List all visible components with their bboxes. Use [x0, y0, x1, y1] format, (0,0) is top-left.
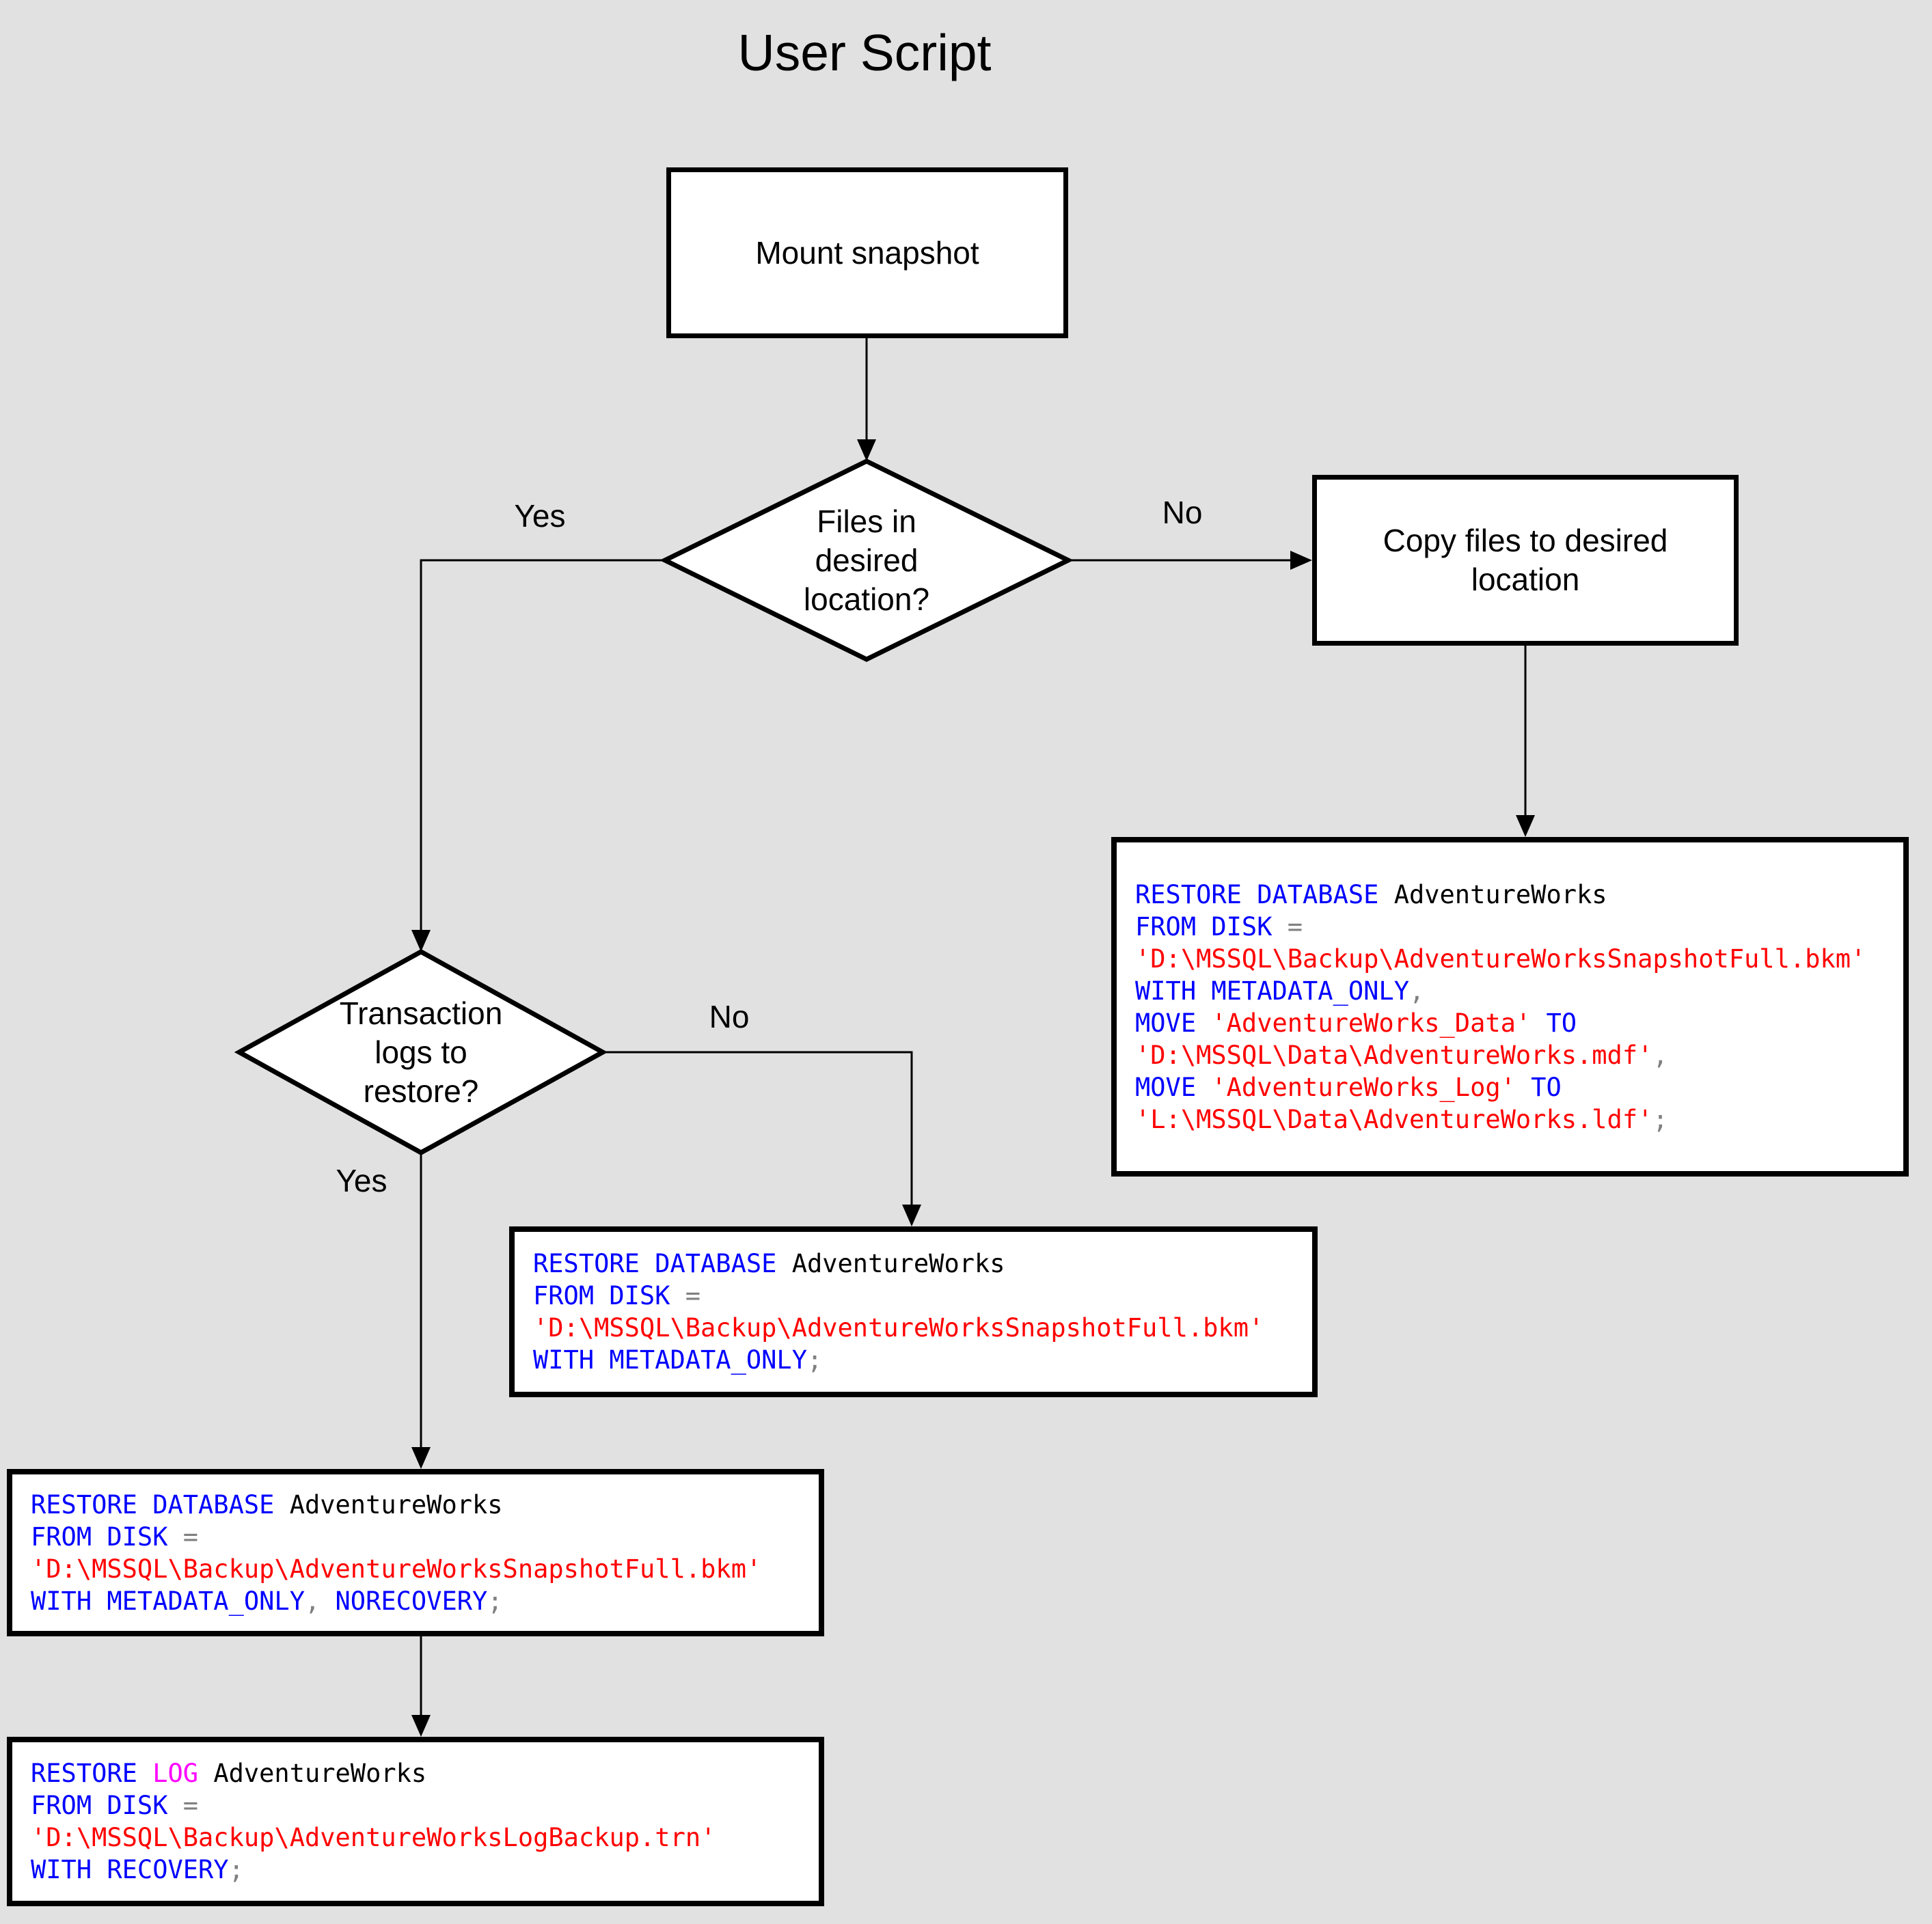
code-line: WITH METADATA_ONLY; [533, 1345, 823, 1375]
copy-files-label-line2: location [1471, 562, 1580, 597]
logs-decision-line1: Transaction [339, 995, 503, 1031]
code-line: RESTORE LOG AdventureWorks [31, 1759, 427, 1788]
edge-logs-no [603, 1051, 913, 1205]
code-line: FROM DISK = [1135, 911, 1303, 942]
copy-files-label-line1: Copy files to desired [1383, 523, 1668, 558]
logs-decision-label: Transaction logs to restore? [239, 952, 603, 1153]
files-decision-diamond [659, 458, 1074, 662]
code-line: 'D:\MSSQL\Backup\AdventureWorksSnapshotF… [31, 1554, 762, 1584]
mount-snapshot-box: Mount snapshot [666, 167, 1068, 338]
logs-decision-diamond [234, 949, 608, 1155]
code-line: FROM DISK = [31, 1791, 199, 1820]
code-line: WITH RECOVERY; [31, 1855, 244, 1884]
code-line: RESTORE DATABASE AdventureWorks [533, 1249, 1005, 1278]
code-line: MOVE 'AdventureWorks_Log' TO [1135, 1072, 1562, 1102]
files-decision-line2: desired [815, 542, 919, 578]
files-decision-line3: location? [803, 581, 930, 617]
edge-label-logs-no: No [709, 999, 750, 1034]
code-line: 'D:\MSSQL\Backup\AdventureWorksSnapshotF… [533, 1313, 1264, 1343]
code-line: RESTORE DATABASE AdventureWorks [1135, 879, 1607, 909]
arrowhead-logs-decision [411, 930, 431, 952]
files-decision-line1: Files in [817, 503, 916, 539]
edge-files-yes [420, 559, 665, 930]
code-line: RESTORE DATABASE AdventureWorks [31, 1489, 503, 1520]
edge-label-files-no: No [1162, 495, 1203, 530]
copy-files-box: Copy files to desired location [1312, 475, 1739, 646]
edge-label-logs-yes: Yes [336, 1163, 387, 1198]
code-line: WITH METADATA_ONLY, NORECOVERY; [31, 1586, 503, 1616]
arrowhead-files-decision [857, 439, 876, 461]
code-line: WITH METADATA_ONLY, [1135, 976, 1425, 1006]
code-line: MOVE 'AdventureWorks_Data' TO [1135, 1008, 1577, 1038]
page-title: User Script [737, 24, 992, 81]
arrowhead-copy-box [1290, 551, 1312, 570]
code-line: 'D:\MSSQL\Backup\AdventureWorksLogBackup… [31, 1823, 716, 1852]
code-line: FROM DISK = [31, 1522, 199, 1552]
arrowhead-restore-move-box [1516, 815, 1535, 837]
edge-label-files-yes: Yes [514, 498, 566, 534]
code-line: 'D:\MSSQL\Data\AdventureWorks.mdf', [1135, 1040, 1668, 1070]
code-line: 'L:\MSSQL\Data\AdventureWorks.ldf'; [1135, 1104, 1668, 1134]
arrowhead-restore-norecovery-box [411, 1447, 431, 1469]
code-line: 'D:\MSSQL\Backup\AdventureWorksSnapshotF… [1135, 944, 1866, 974]
logs-decision-line3: restore? [363, 1073, 479, 1109]
arrowhead-restore-log-box [411, 1715, 431, 1737]
arrowhead-restore-metadata-box [902, 1205, 921, 1226]
logs-decision-line2: logs to [375, 1034, 467, 1070]
mount-snapshot-label: Mount snapshot [755, 234, 979, 271]
files-decision-label: Files in desired location? [665, 461, 1068, 659]
code-line: FROM DISK = [533, 1281, 701, 1310]
